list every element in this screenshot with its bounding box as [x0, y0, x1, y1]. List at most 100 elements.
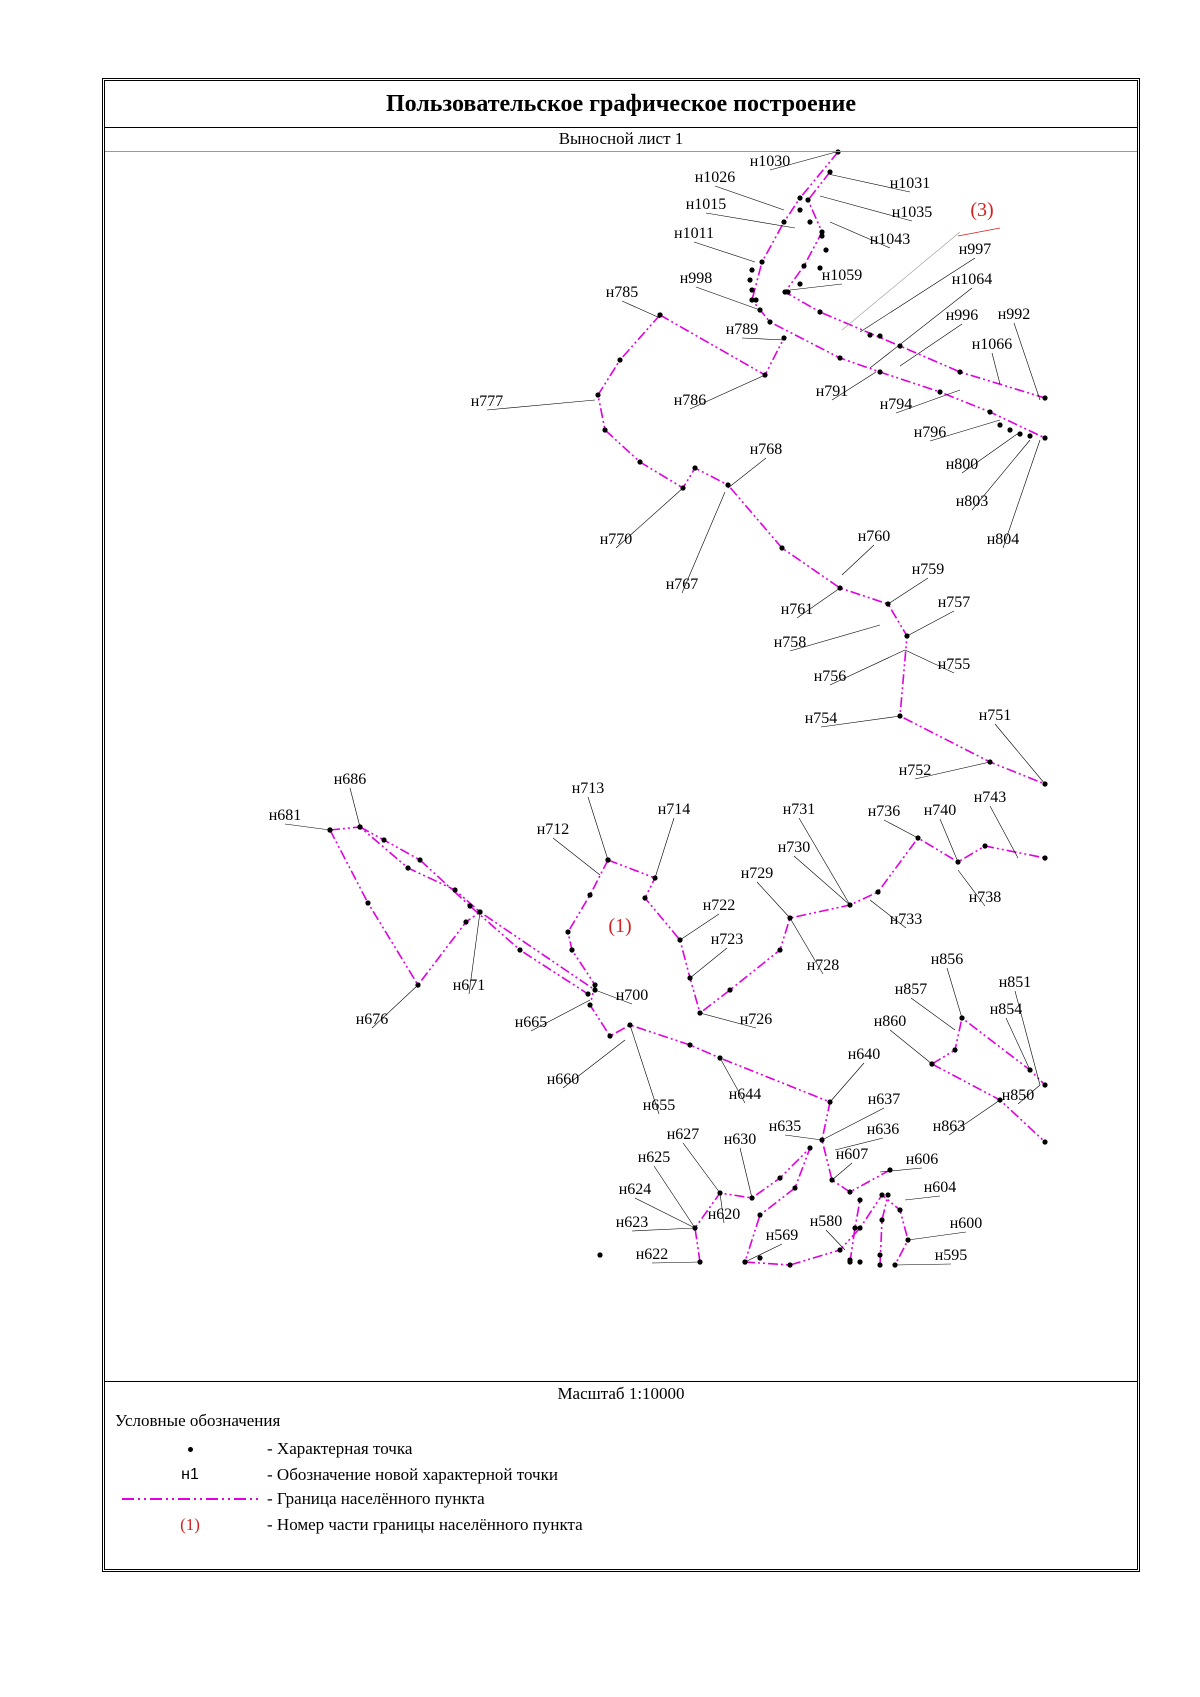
characteristic-point [819, 229, 825, 235]
characteristic-point [725, 482, 731, 488]
characteristic-point [753, 297, 759, 303]
leader-line [719, 1192, 725, 1224]
characteristic-point [807, 1145, 813, 1151]
point-label: н1011 [674, 225, 714, 242]
leader-line [634, 1197, 696, 1229]
leader-line [825, 1229, 846, 1251]
characteristic-point [997, 422, 1003, 428]
characteristic-point [617, 357, 623, 363]
characteristic-point [852, 1225, 858, 1231]
point-label: н803 [956, 493, 989, 510]
point-label: н857 [895, 981, 928, 998]
characteristic-point [1042, 1139, 1048, 1145]
point-label: н761 [781, 601, 814, 618]
point-label: н665 [515, 1014, 548, 1031]
boundary-line [567, 859, 891, 1193]
point-label: н789 [726, 321, 759, 338]
characteristic-point [749, 267, 755, 273]
leader-line [991, 352, 1001, 385]
characteristic-point [827, 169, 833, 175]
characteristic-point [1042, 435, 1048, 441]
point-label: н863 [933, 1118, 966, 1135]
point-label: н622 [636, 1246, 669, 1263]
leader-line [859, 257, 976, 333]
characteristic-point [847, 1189, 853, 1195]
characteristic-point [857, 1197, 863, 1203]
characteristic-point [982, 843, 988, 849]
characteristic-point [607, 1033, 613, 1039]
sheet-subtitle: Выносной лист 1 [105, 127, 1137, 152]
point-label: н729 [741, 865, 774, 882]
point-label: н767 [666, 576, 699, 593]
leader-line [1002, 439, 1041, 549]
point-label: н733 [890, 911, 923, 928]
characteristic-point [759, 259, 765, 265]
leader-line [1017, 1084, 1041, 1105]
point-label: н1035 [892, 204, 933, 221]
characteristic-point [875, 889, 881, 895]
leader-line [887, 577, 929, 605]
characteristic-point [1042, 1082, 1048, 1088]
characteristic-point [797, 195, 803, 201]
characteristic-point [879, 1192, 885, 1198]
point-label: н738 [969, 889, 1002, 906]
leader-line [284, 823, 331, 831]
leader-line [789, 283, 843, 291]
point-label: н713 [572, 780, 605, 797]
point-label: н854 [990, 1001, 1023, 1018]
characteristic-point [823, 247, 829, 253]
leader-line [894, 1263, 952, 1266]
characteristic-point [642, 895, 648, 901]
characteristic-point [857, 1225, 863, 1231]
leader-line [682, 1142, 721, 1194]
characteristic-point [777, 1175, 783, 1181]
leader-line [899, 323, 963, 367]
point-label: н681 [269, 807, 302, 824]
characteristic-point [1007, 427, 1013, 433]
characteristic-point [847, 1257, 853, 1263]
part-label: (3) [970, 199, 993, 221]
point-label-sample: н1 [181, 1466, 199, 1483]
leader-line [371, 984, 419, 1029]
leader-line [889, 1029, 933, 1065]
characteristic-point [877, 333, 883, 339]
leader-line [679, 913, 720, 941]
point-label: н856 [931, 951, 964, 968]
point-label: н623 [616, 1214, 649, 1231]
characteristic-point [819, 233, 825, 239]
point-label: н736 [868, 803, 901, 820]
leader-line [994, 723, 1046, 785]
point-icon [187, 1446, 193, 1452]
point-label: н714 [658, 801, 691, 818]
leader-line [971, 439, 1031, 511]
point-label: н637 [868, 1091, 901, 1108]
leader-line [793, 855, 851, 906]
point-label: н740 [924, 802, 957, 819]
boundary-line [329, 826, 596, 991]
legend-text: - Граница населённого пункта [267, 1489, 485, 1508]
characteristic-point [777, 947, 783, 953]
leader-line [914, 761, 991, 780]
characteristic-point [885, 1192, 891, 1198]
point-label: н700 [616, 987, 649, 1004]
leader-line [948, 1099, 1001, 1136]
characteristic-point [727, 987, 733, 993]
characteristic-point [1027, 433, 1033, 439]
leader-line [820, 715, 901, 728]
leader-line [841, 231, 961, 331]
legend-text: - Номер части границы населённого пункта [267, 1515, 583, 1534]
leader-line [946, 967, 963, 1019]
characteristic-point [365, 900, 371, 906]
characteristic-point [837, 355, 843, 361]
leader-line [1013, 322, 1041, 401]
point-label: н726 [740, 1011, 773, 1028]
leader-line [829, 221, 891, 249]
point-label: н607 [836, 1146, 869, 1163]
legend-row-boundary: - Граница населённого пункта [115, 1487, 815, 1511]
boundary-line [931, 1016, 1046, 1086]
leader-line [486, 399, 596, 411]
point-label: н1043 [870, 231, 911, 248]
legend-text: - Обозначение новой характерной точки [267, 1465, 558, 1484]
leader-line [530, 999, 591, 1032]
leader-line [756, 881, 791, 919]
